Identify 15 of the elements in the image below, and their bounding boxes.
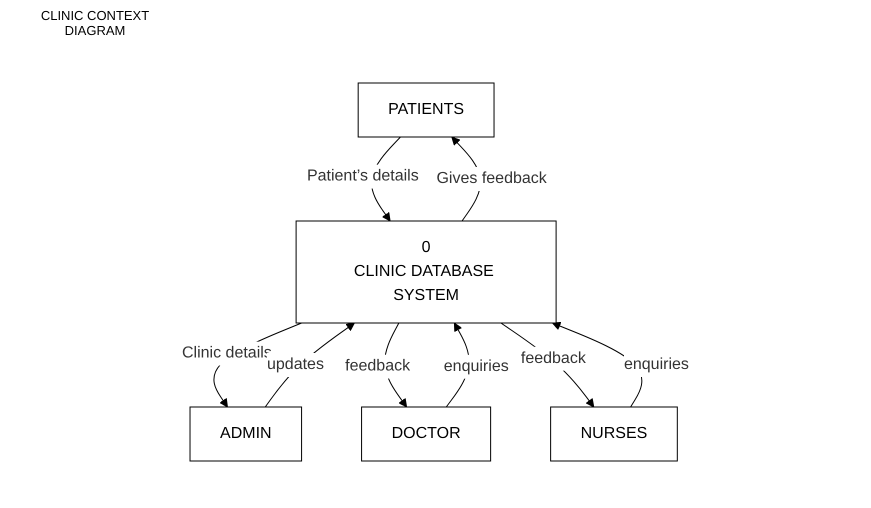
edge-label: feedback: [520, 350, 586, 367]
diagram-title: CLINIC CONTEXT DIAGRAM: [40, 8, 150, 38]
node-box: NURSES: [550, 406, 678, 462]
edge-label: enquiries: [624, 356, 689, 373]
node-box: 0 CLINIC DATABASE SYSTEM: [296, 220, 557, 324]
arrow: [500, 322, 594, 408]
edge-label: Patient’s details: [306, 168, 419, 185]
edge-label: Gives feedback: [436, 170, 547, 187]
edge-label: enquiries: [444, 358, 509, 375]
node-box: DOCTOR: [361, 406, 492, 462]
arrow: [264, 322, 355, 408]
edge-label: feedback: [345, 358, 410, 375]
node-box: PATIENTS: [358, 82, 495, 138]
node-box: ADMIN: [190, 406, 302, 462]
edge-label: updates: [267, 356, 324, 373]
